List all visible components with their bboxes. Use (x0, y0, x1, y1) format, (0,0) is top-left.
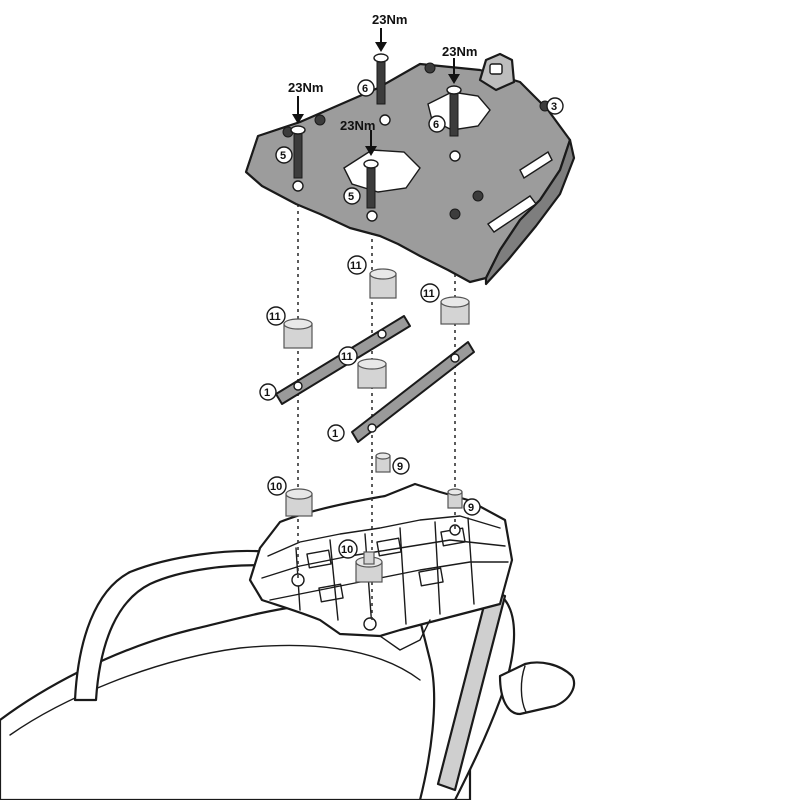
torque-label: 23Nm (288, 80, 323, 95)
callout-label: 1 (332, 428, 338, 440)
callout-label: 10 (270, 481, 282, 493)
top-mounting-plate (244, 52, 576, 286)
callout-label: 6 (433, 119, 439, 131)
rack-mount-hole (291, 573, 305, 587)
torque-label: 23Nm (372, 12, 407, 27)
callout-label: 9 (397, 461, 403, 473)
indicator (498, 661, 576, 716)
callout-label: 10 (341, 544, 353, 556)
callout-label: 6 (362, 83, 368, 95)
callout-label: 5 (348, 191, 354, 203)
callout-label: 1 (264, 387, 270, 399)
part-callouts: 3 5 5 6 6 11 11 11 11 1 1 9 9 10 10 (259, 79, 564, 559)
callout-label: 11 (423, 288, 435, 300)
callout-label: 9 (468, 502, 474, 514)
spacers (283, 268, 470, 583)
bolts (290, 53, 462, 209)
callout-label: 5 (280, 150, 286, 162)
torque-indicators: 23Nm 23Nm 23Nm 23Nm (288, 12, 477, 156)
torque-label: 23Nm (442, 44, 477, 59)
strap-lower (351, 341, 475, 443)
plate-slot (486, 195, 538, 233)
rack-mount-hole (363, 617, 377, 631)
plate-cutout (343, 149, 421, 193)
callout-label: 11 (269, 311, 281, 323)
callout-label: 3 (551, 101, 557, 113)
torque-label: 23Nm (340, 118, 375, 133)
plate-slot (519, 150, 553, 180)
rack-mount-hole (449, 524, 461, 536)
callout-label: 11 (350, 260, 362, 272)
callout-label: 11 (341, 351, 353, 363)
seat (0, 603, 472, 800)
